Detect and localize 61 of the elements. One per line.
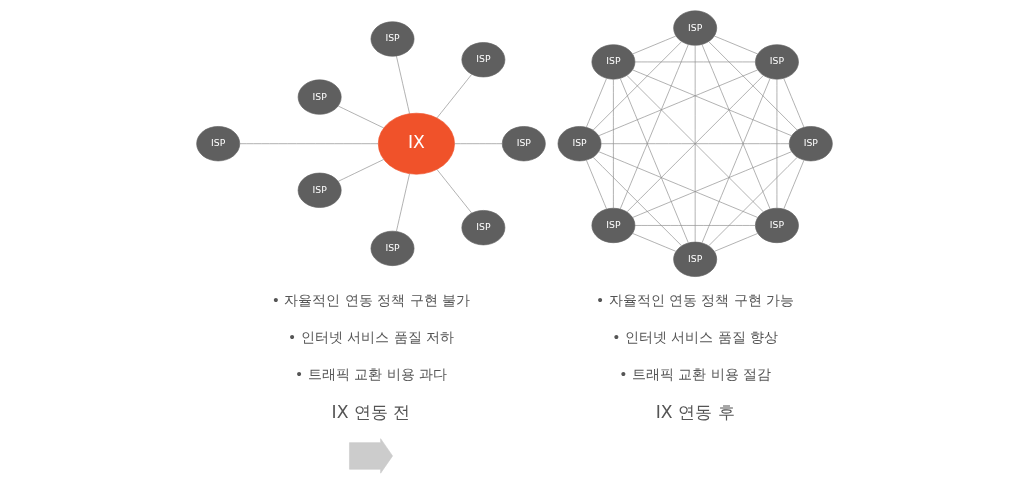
label: • 자율적인 연동 정책 구현 가능 <box>596 291 795 308</box>
connector <box>436 169 472 214</box>
node-ellipse: ISP <box>755 44 799 80</box>
node-ellipse: ISP <box>370 21 415 57</box>
connector <box>592 41 682 131</box>
connector <box>337 105 384 129</box>
node-ellipse: ISP <box>501 126 546 162</box>
connector <box>396 55 410 114</box>
connector <box>708 41 798 131</box>
connector <box>396 173 410 232</box>
label: • 자율적인 연동 정책 구현 불가 <box>271 291 471 308</box>
node-ellipse: ISP <box>370 230 415 266</box>
node-ellipse: ISP <box>461 42 506 78</box>
connector <box>701 78 771 244</box>
connector <box>708 156 798 247</box>
connector <box>586 159 607 210</box>
connector <box>239 143 379 145</box>
connector <box>454 143 503 145</box>
node-ellipse: ISP <box>297 172 342 208</box>
node-ellipse: ISP <box>196 126 241 162</box>
connector <box>632 151 792 218</box>
connector <box>776 79 778 209</box>
label: • 인터넷 서비스 품질 저하 <box>288 329 454 346</box>
connector <box>634 225 756 226</box>
node-ellipse: ISP <box>557 126 602 162</box>
connector <box>337 159 384 182</box>
label: IX 연동 후 <box>655 401 735 422</box>
connector <box>592 156 682 247</box>
node-ellipse: IX <box>377 112 455 175</box>
label: • 트래픽 교환 비용 과다 <box>295 366 447 383</box>
node-ellipse: ISP <box>591 44 636 80</box>
connector <box>632 233 677 252</box>
label: • 인터넷 서비스 품질 향상 <box>612 329 779 346</box>
connector <box>694 45 696 243</box>
node-ellipse: ISP <box>788 126 833 162</box>
node-ellipse: ISP <box>297 79 342 115</box>
connector <box>632 69 792 137</box>
connector <box>714 35 758 55</box>
connector <box>783 78 805 128</box>
node-ellipse: ISP <box>591 207 636 244</box>
node-arrow <box>349 438 393 474</box>
connector <box>632 35 677 55</box>
node-ellipse: ISP <box>673 241 718 277</box>
label: • 트래픽 교환 비용 절감 <box>619 366 772 383</box>
connector <box>613 79 614 209</box>
node-ellipse: ISP <box>673 10 718 46</box>
connector <box>634 61 756 63</box>
label: IX 연동 전 <box>331 401 411 422</box>
connector <box>598 151 758 218</box>
connector <box>619 44 689 210</box>
connector <box>714 233 759 252</box>
connector <box>783 159 805 210</box>
connector <box>701 44 771 210</box>
connector <box>586 78 607 128</box>
connector <box>619 78 689 244</box>
connector <box>600 143 790 145</box>
connector <box>626 75 764 213</box>
connector <box>598 69 758 137</box>
node-ellipse: ISP <box>755 207 799 244</box>
node-ellipse: ISP <box>461 210 506 246</box>
connector <box>436 74 472 119</box>
